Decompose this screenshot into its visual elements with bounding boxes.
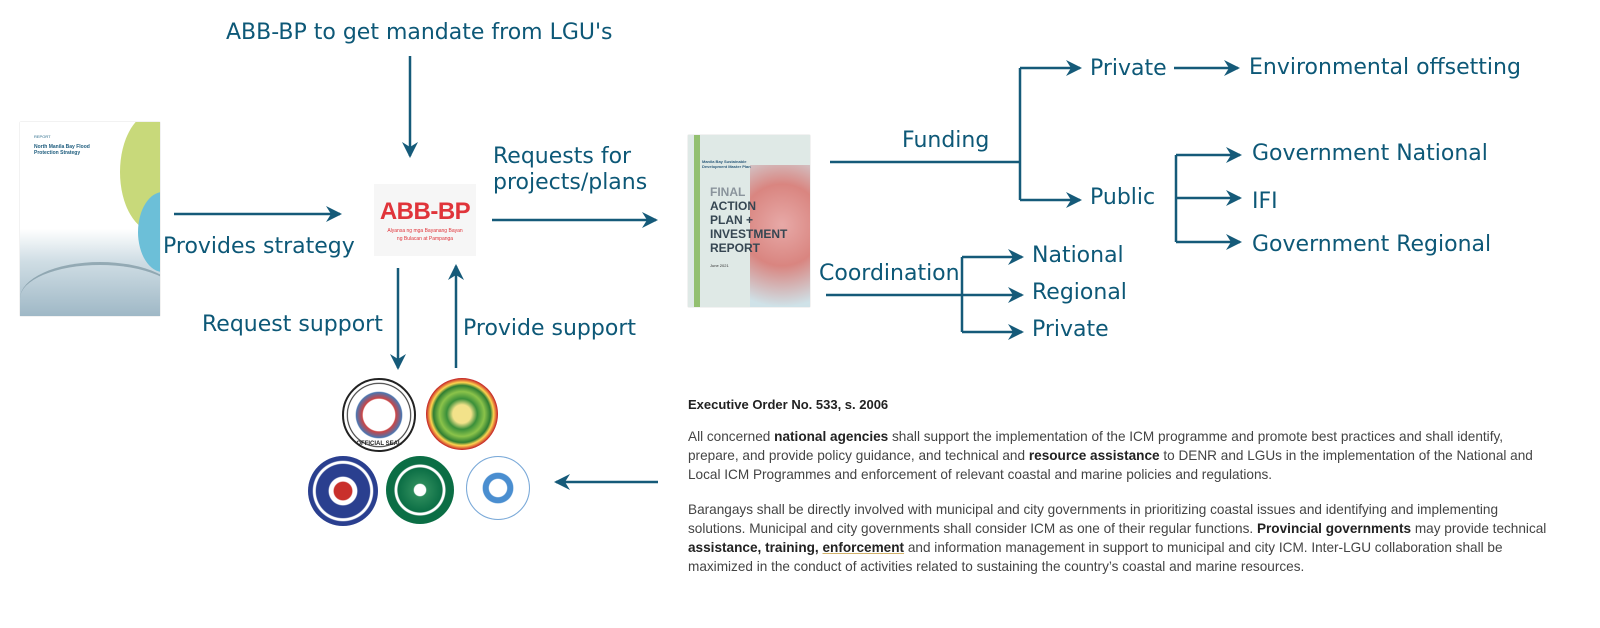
- abb-bp-logo-subtitle-2: ng Bulacan at Pampanga: [396, 236, 454, 242]
- eo-p2-run: enforcement: [822, 540, 905, 555]
- eo-p2-run: assistance, training,: [688, 540, 823, 555]
- eo-p1-run: to DENR and LGUs in the implementation o…: [688, 448, 1533, 482]
- coordination-label: Coordination: [819, 261, 960, 286]
- coord-national-label: National: [1032, 243, 1124, 268]
- flood-strategy-report-cover: REPORT North Manila Bay Flood Protection…: [20, 122, 160, 316]
- eo-p1-run: shall support the implementation of the …: [688, 429, 1504, 463]
- eo-p2-run: may provide technical: [1411, 521, 1547, 536]
- plan-cover-line4: REPORT: [710, 241, 761, 255]
- plan-cover-final: FINAL: [710, 185, 746, 199]
- request-support-label: Request support: [202, 312, 383, 337]
- funding-label: Funding: [902, 128, 990, 153]
- funding-public-label: Public: [1090, 185, 1156, 210]
- pampanga-seal-icon: [426, 378, 498, 450]
- coord-private-label: Private: [1032, 317, 1109, 342]
- plan-cover-line1: ACTION: [710, 199, 756, 213]
- government-regional-label: Government Regional: [1252, 232, 1492, 257]
- plan-cover-date: June 2021: [710, 263, 729, 268]
- report-title: North Manila Bay Flood Protection Strate…: [34, 144, 90, 156]
- plan-cover-line3: INVESTMENT: [710, 227, 788, 241]
- plan-cover-map: [750, 165, 810, 307]
- eo-p1-run: All concerned: [688, 429, 775, 444]
- eo-p2-run: and information management in support to…: [688, 540, 1503, 574]
- cover-swoosh-blue: [138, 192, 160, 272]
- provides-strategy-label: Provides strategy: [163, 234, 355, 259]
- plan-cover-line2: PLAN +: [710, 213, 754, 227]
- denr-seal-icon: [386, 456, 454, 524]
- eo-paragraph-2: Barangays shall be directly involved wit…: [688, 500, 1548, 576]
- provide-support-label: Provide support: [463, 316, 636, 341]
- dpwh-seal-icon: [308, 456, 378, 526]
- government-national-label: Government National: [1252, 141, 1488, 166]
- abb-bp-logo-name: ABB-BP: [379, 198, 471, 225]
- eo-p1-run: national agencies: [774, 429, 889, 444]
- funding-private-label: Private: [1090, 56, 1167, 81]
- eo-p1-run: resource assistance: [1028, 448, 1160, 463]
- mandate-label: ABB-BP to get mandate from LGU's: [226, 20, 613, 45]
- abb-bp-logo-subtitle-1: Alyansa ng mga Bayanang Bayan: [387, 228, 463, 234]
- lga-seal-icon: [466, 456, 530, 520]
- eo-p2-run: Barangays shall be directly involved wit…: [688, 502, 1499, 536]
- plan-cover-strip: [694, 135, 700, 307]
- requests-label-line1: Requests for: [493, 144, 632, 169]
- eo-title: Executive Order No. 533, s. 2006: [688, 397, 889, 412]
- abb-bp-logo: ABB-BP Alyansa ng mga Bayanang Bayan ng …: [374, 184, 476, 256]
- plan-cover-title: Manila Bay Sustainable Development Maste…: [702, 159, 751, 169]
- ifi-label: IFI: [1252, 189, 1278, 214]
- bulacan-seal-icon: OFFICIAL SEAL: [342, 378, 416, 452]
- cover-dike-photo: [20, 262, 160, 316]
- plan-cover-heading: FINAL ACTION PLAN + INVESTMENT REPORT: [710, 185, 806, 255]
- coord-regional-label: Regional: [1032, 280, 1127, 305]
- eo-paragraph-1: All concerned national agencies shall su…: [688, 427, 1548, 484]
- report-kicker: REPORT: [34, 134, 51, 139]
- master-plan-cover: Manila Bay Sustainable Development Maste…: [688, 135, 810, 307]
- environmental-offsetting-label: Environmental offsetting: [1249, 55, 1521, 80]
- requests-label-line2: projects/plans: [493, 170, 648, 195]
- bulacan-seal-caption: OFFICIAL SEAL: [356, 441, 402, 447]
- eo-p2-run: Provincial governments: [1256, 521, 1412, 536]
